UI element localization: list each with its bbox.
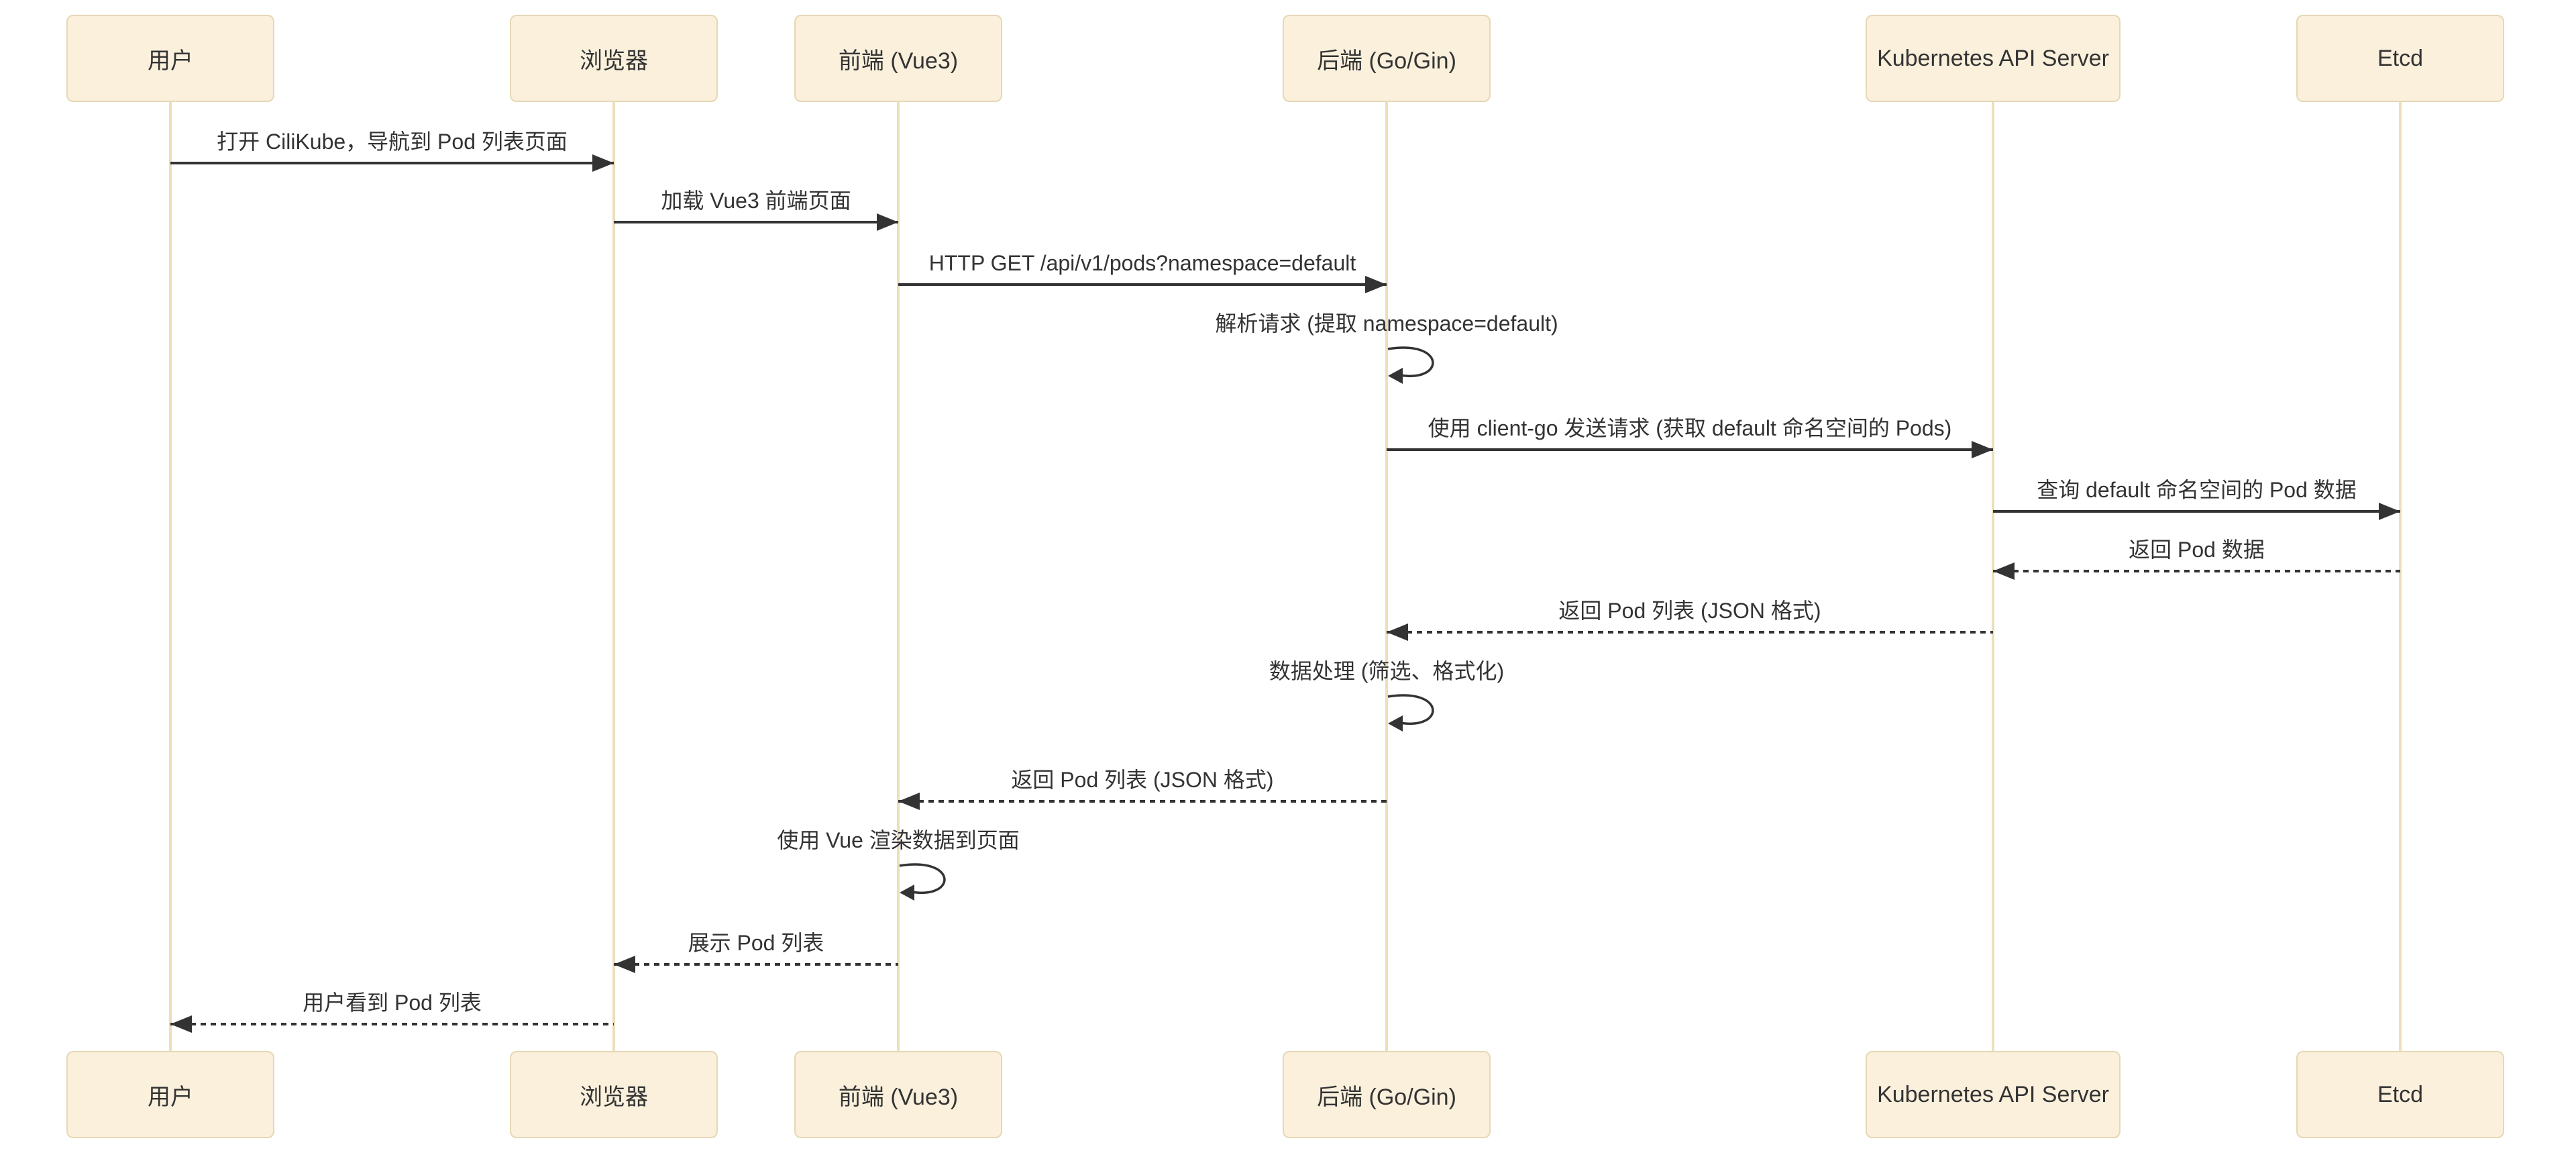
message-label: 查询 default 命名空间的 Pod 数据 [2037, 478, 2357, 502]
actor-box-browser-top: 浏览器 [510, 15, 718, 102]
actor-box-user-bottom: 用户 [66, 1051, 274, 1138]
arrowhead-right-icon [2379, 503, 2400, 520]
actor-box-frontend-top: 前端 (Vue3) [794, 15, 1002, 102]
self-loop-arrow [1387, 346, 1434, 384]
actor-label: 前端 (Vue3) [838, 1084, 959, 1110]
message-label: 打开 CiliKube，导航到 Pod 列表页面 [217, 130, 568, 154]
actor-box-backend-bottom: 后端 (Go/Gin) [1283, 1051, 1491, 1138]
message-label: 返回 Pod 数据 [2129, 538, 2265, 562]
message-arrow-line [1387, 448, 1993, 451]
actor-label: 后端 (Go/Gin) [1317, 1084, 1456, 1110]
message-arrow-line [170, 1023, 614, 1025]
arrowhead-right-icon [1365, 276, 1387, 293]
lifeline-frontend [897, 102, 900, 1051]
actor-label: Etcd [2377, 1081, 2424, 1107]
arrowhead-left-icon [900, 885, 914, 901]
arrowhead-left-icon [1388, 368, 1403, 384]
lifeline-backend [1385, 102, 1388, 1051]
actor-label: Kubernetes API Server [1877, 45, 2109, 71]
message-label: 数据处理 (筛选、格式化) [1269, 659, 1505, 683]
actor-box-k8s-api-bottom: Kubernetes API Server [1866, 1051, 2121, 1138]
self-loop-curve [1387, 346, 1434, 377]
message-arrow-line [898, 283, 1387, 286]
actor-box-browser-bottom: 浏览器 [510, 1051, 718, 1138]
actor-label: 后端 (Go/Gin) [1317, 48, 1456, 74]
arrowhead-left-icon [614, 956, 635, 973]
self-loop-curve [899, 863, 946, 894]
actor-box-etcd-top: Etcd [2296, 15, 2504, 102]
message-arrow-line [1993, 570, 2400, 572]
actor-box-etcd-bottom: Etcd [2296, 1051, 2504, 1138]
message-arrow-line [614, 963, 898, 966]
arrowhead-left-icon [1388, 715, 1403, 732]
lifeline-etcd [2399, 102, 2402, 1051]
arrowhead-left-icon [898, 793, 920, 810]
actor-box-backend-top: 后端 (Go/Gin) [1283, 15, 1491, 102]
lifeline-browser [612, 102, 615, 1051]
actor-label: Etcd [2377, 45, 2424, 71]
message-arrow-line [614, 221, 898, 223]
self-loop-arrow [899, 863, 946, 901]
actor-box-user-top: 用户 [66, 15, 274, 102]
message-arrow-line [1387, 631, 1993, 634]
self-loop-arrow [1387, 694, 1434, 732]
actor-label: 浏览器 [580, 1084, 648, 1110]
message-label: 使用 client-go 发送请求 (获取 default 命名空间的 Pods… [1428, 416, 1952, 440]
message-label: 返回 Pod 列表 (JSON 格式) [1558, 599, 1821, 623]
message-arrow-line [1993, 510, 2400, 513]
message-label: 使用 Vue 渲染数据到页面 [777, 828, 1020, 852]
arrowhead-left-icon [1993, 562, 2015, 580]
lifeline-user [169, 102, 172, 1051]
message-arrow-line [170, 162, 614, 164]
actor-label: 用户 [148, 1084, 193, 1110]
arrowhead-right-icon [877, 213, 898, 231]
message-label: 解析请求 (提取 namespace=default) [1215, 311, 1558, 336]
arrowhead-left-icon [1387, 623, 1408, 641]
message-label: 加载 Vue3 前端页面 [661, 189, 851, 213]
actor-label: 用户 [148, 48, 193, 74]
arrowhead-right-icon [592, 154, 614, 172]
message-label: HTTP GET /api/v1/pods?namespace=default [928, 251, 1356, 275]
actor-label: 浏览器 [580, 48, 648, 74]
message-label: 返回 Pod 列表 (JSON 格式) [1011, 768, 1274, 792]
self-loop-curve [1387, 694, 1434, 725]
arrowhead-left-icon [170, 1015, 192, 1033]
message-arrow-line [898, 800, 1387, 803]
actor-box-k8s-api-top: Kubernetes API Server [1866, 15, 2121, 102]
message-label: 展示 Pod 列表 [688, 931, 824, 955]
actor-label: 前端 (Vue3) [838, 48, 959, 74]
message-label: 用户看到 Pod 列表 [303, 991, 482, 1015]
actor-label: Kubernetes API Server [1877, 1081, 2109, 1107]
actor-box-frontend-bottom: 前端 (Vue3) [794, 1051, 1002, 1138]
arrowhead-right-icon [1972, 441, 1993, 458]
